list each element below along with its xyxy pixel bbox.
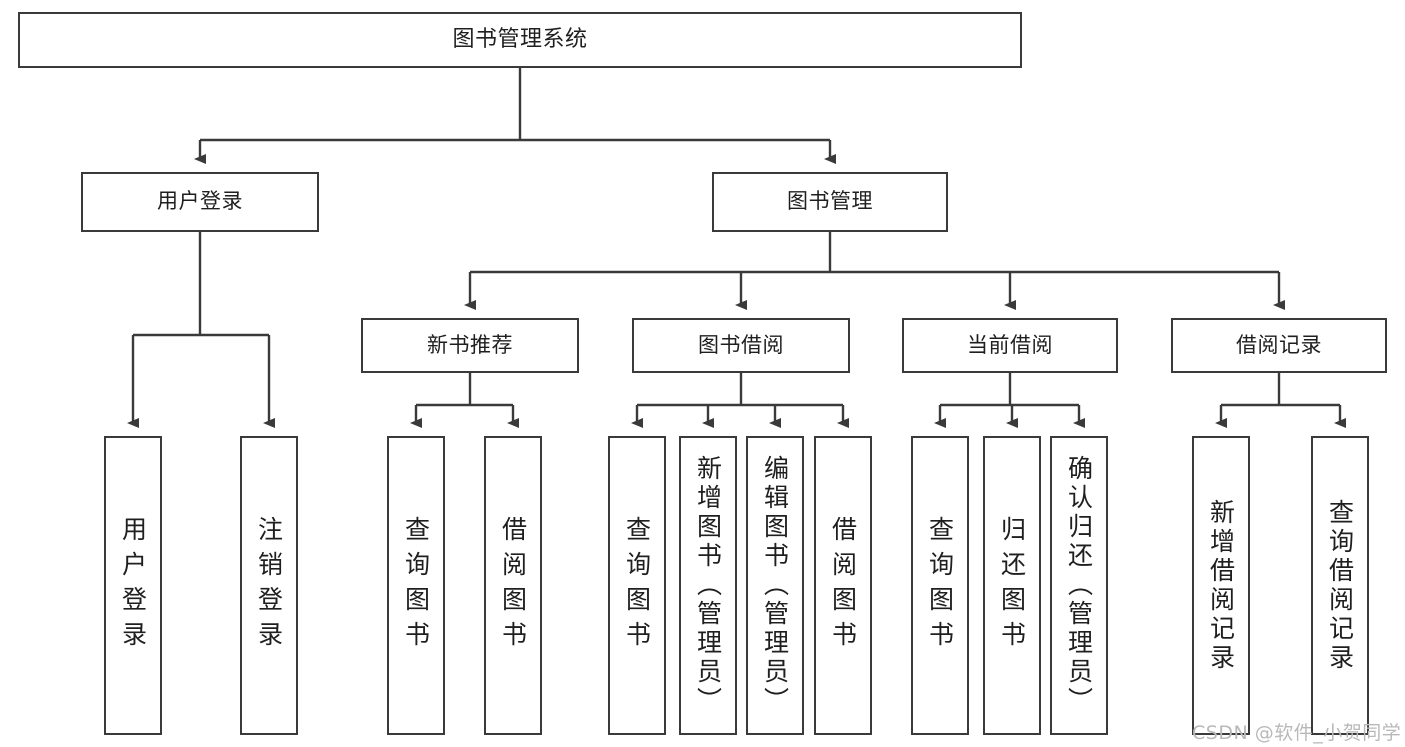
node-label: 借阅图书 (498, 515, 528, 656)
node-label: 查询借阅记录 (1325, 498, 1355, 673)
node-label: 新增图书（管理员） (693, 455, 723, 716)
node-current[interactable]: 当前借阅 (902, 318, 1118, 373)
node-root[interactable]: 图书管理系统 (18, 12, 1022, 68)
node-bookmgmt[interactable]: 图书管理 (712, 172, 948, 232)
node-label: 图书借阅 (698, 332, 784, 357)
node-l-logout[interactable]: 注销登录 (240, 436, 298, 735)
node-label: 用户登录 (157, 189, 243, 214)
node-label: 新增借阅记录 (1206, 498, 1236, 673)
node-label: 编辑图书（管理员） (760, 455, 790, 716)
node-borrow[interactable]: 图书借阅 (632, 318, 850, 373)
node-label: 确认归还（管理员） (1064, 455, 1094, 716)
node-l-q3[interactable]: 查询图书 (911, 436, 969, 735)
node-l-q1[interactable]: 查询图书 (387, 436, 445, 735)
node-l-login[interactable]: 用户登录 (104, 436, 162, 735)
node-l-q2[interactable]: 查询图书 (608, 436, 666, 735)
node-l-b1[interactable]: 借阅图书 (484, 436, 542, 735)
node-label: 借阅记录 (1236, 332, 1322, 357)
node-l-confirm[interactable]: 确认归还（管理员） (1050, 436, 1108, 735)
node-l-addrec[interactable]: 新增借阅记录 (1192, 436, 1250, 735)
node-label: 查询图书 (622, 515, 652, 656)
node-l-qrec[interactable]: 查询借阅记录 (1311, 436, 1369, 735)
node-label: 图书管理系统 (452, 26, 588, 52)
node-login[interactable]: 用户登录 (81, 172, 319, 232)
node-label: 注销登录 (254, 515, 284, 656)
node-label: 查询图书 (925, 515, 955, 656)
node-l-b2[interactable]: 借阅图书 (814, 436, 872, 735)
node-label: 用户登录 (118, 515, 148, 656)
node-records[interactable]: 借阅记录 (1171, 318, 1387, 373)
node-l-edit[interactable]: 编辑图书（管理员） (746, 436, 804, 735)
node-label: 查询图书 (401, 515, 431, 656)
node-newbook[interactable]: 新书推荐 (361, 318, 579, 373)
node-label: 新书推荐 (427, 332, 513, 357)
node-label: 当前借阅 (967, 332, 1053, 357)
node-label: 借阅图书 (828, 515, 858, 656)
node-l-return[interactable]: 归还图书 (983, 436, 1041, 735)
node-label: 图书管理 (787, 189, 873, 214)
csdn-watermark: CSDN @软件_小贺同学 (1192, 722, 1402, 744)
node-label: 归还图书 (997, 515, 1027, 656)
node-l-add[interactable]: 新增图书（管理员） (679, 436, 737, 735)
